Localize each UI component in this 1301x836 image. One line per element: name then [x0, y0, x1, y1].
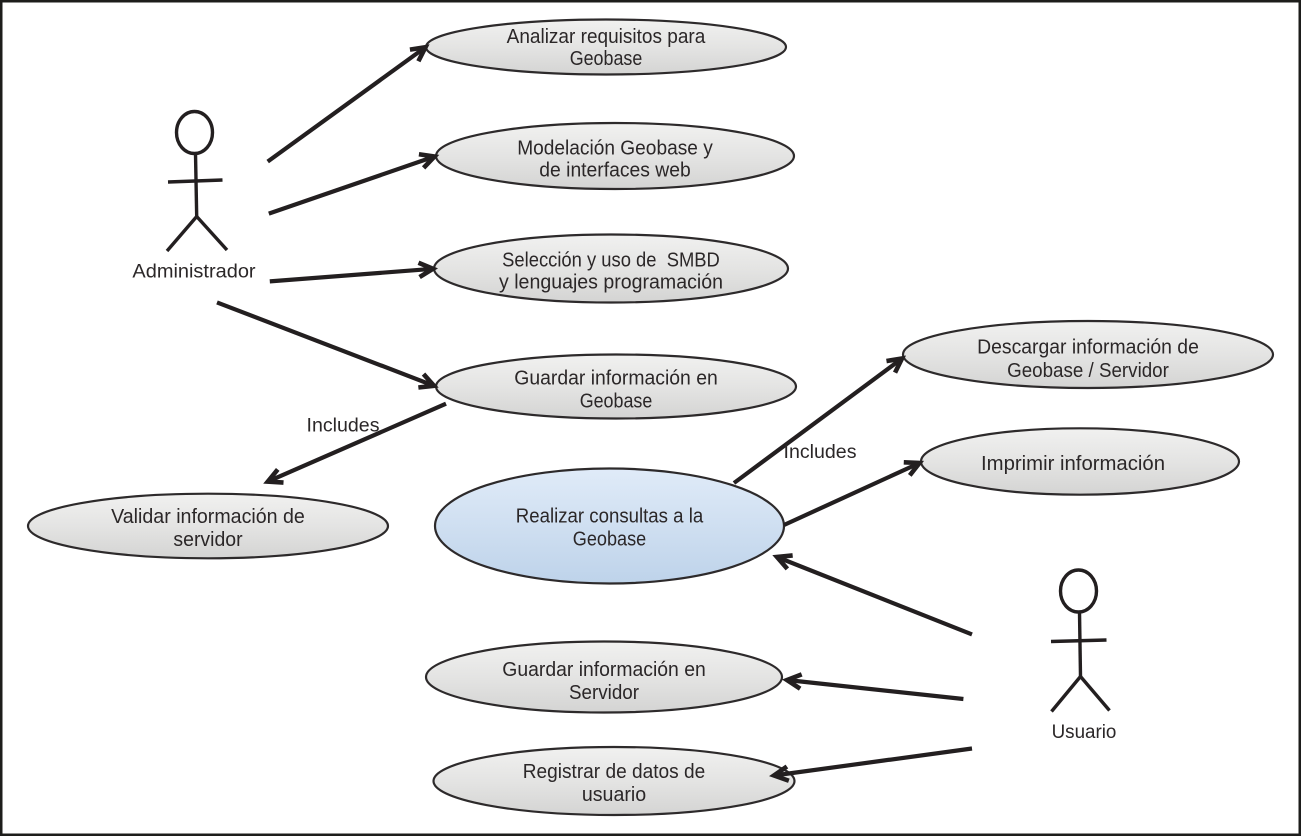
svg-text:usuario: usuario — [582, 784, 646, 806]
svg-text:Validar información de: Validar información de — [111, 506, 305, 528]
svg-text:Registrar de datos de: Registrar de datos de — [523, 761, 706, 783]
svg-text:Servidor: Servidor — [569, 682, 639, 704]
svg-text:Guardar información en: Guardar información en — [502, 659, 706, 681]
svg-text:Includes: Includes — [784, 442, 857, 463]
svg-text:Imprimir información: Imprimir información — [981, 453, 1165, 475]
svg-text:Usuario: Usuario — [1052, 722, 1117, 743]
svg-text:Descargar información de: Descargar información de — [977, 337, 1199, 359]
svg-text:Includes: Includes — [307, 415, 380, 436]
svg-text:Analizar requisitos para: Analizar requisitos para — [507, 26, 707, 48]
svg-text:Guardar información en: Guardar información en — [514, 367, 718, 389]
svg-text:Selección y uso de SMBD: Selección y uso de SMBD — [502, 249, 720, 271]
svg-text:y lenguajes programación: y lenguajes programación — [499, 271, 723, 293]
svg-text:servidor: servidor — [173, 529, 243, 551]
svg-text:Geobase / Servidor: Geobase / Servidor — [1007, 360, 1169, 382]
svg-text:Modelación Geobase y: Modelación Geobase y — [517, 138, 713, 160]
svg-text:Geobase: Geobase — [570, 48, 643, 70]
svg-text:Administrador: Administrador — [132, 262, 256, 283]
svg-text:Geobase: Geobase — [573, 528, 646, 550]
svg-text:de interfaces web: de interfaces web — [539, 160, 690, 182]
svg-text:Realizar consultas a la: Realizar consultas a la — [516, 505, 704, 527]
svg-text:Geobase: Geobase — [580, 390, 653, 412]
